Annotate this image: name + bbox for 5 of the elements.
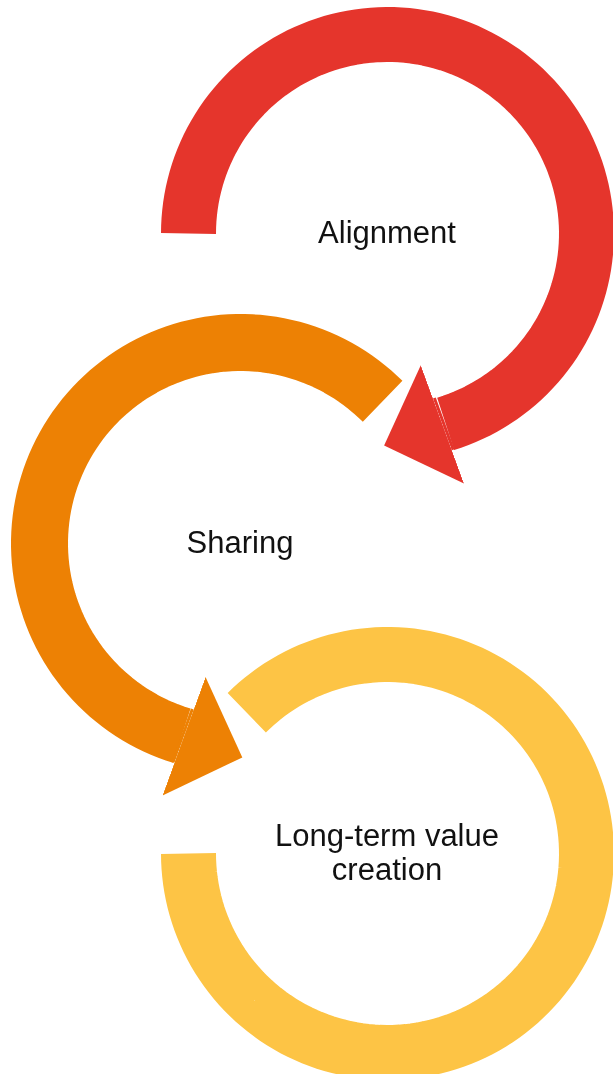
- arrow: [384, 365, 464, 484]
- node-label: Alignment: [317, 215, 457, 251]
- arrow: [162, 677, 243, 796]
- node-label: Sharing: [185, 525, 295, 561]
- node-label: Long-term value creation: [274, 818, 500, 888]
